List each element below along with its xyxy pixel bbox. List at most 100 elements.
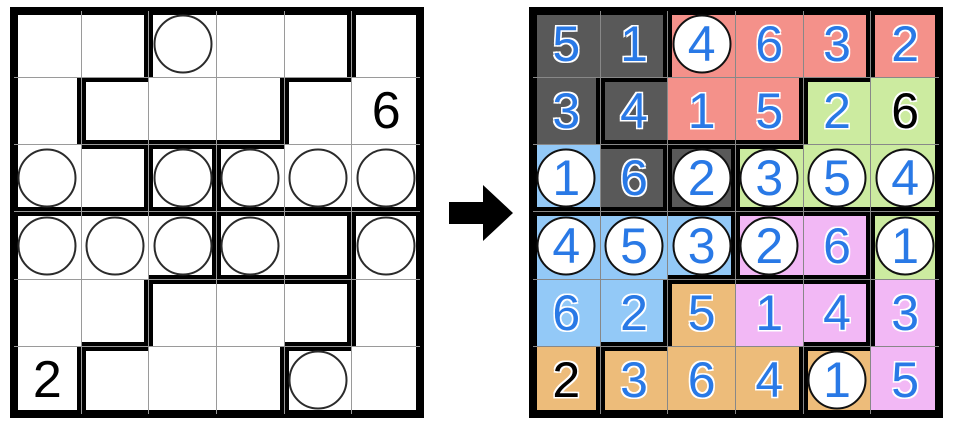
circle-marker-icon (153, 216, 213, 276)
cell-value: 3 (620, 352, 648, 409)
cell-r2c5[interactable] (284, 78, 353, 146)
cell-r3c3[interactable]: 2 (668, 145, 736, 213)
cell-r2c4[interactable]: 5 (735, 78, 804, 146)
cell-r2c3[interactable]: 1 (668, 78, 736, 146)
cell-r6c3[interactable] (149, 346, 217, 414)
cell-value: 5 (823, 150, 851, 207)
cell-value: 3 (755, 150, 784, 207)
cell-r6c1[interactable]: 2 (533, 346, 601, 414)
cell-value: 6 (552, 284, 581, 341)
cell-r4c6[interactable]: 1 (871, 212, 939, 280)
cell-r5c4[interactable]: 1 (735, 279, 804, 347)
cell-r5c5[interactable]: 4 (803, 279, 872, 347)
cell-r4c5[interactable]: 6 (803, 212, 872, 280)
cell-value: 1 (552, 150, 581, 207)
cell-r1c4[interactable]: 6 (735, 11, 804, 79)
right-arrow-icon (449, 185, 513, 241)
cell-r6c6[interactable]: 5 (871, 346, 939, 414)
cell-r2c1[interactable] (14, 78, 82, 146)
cell-r1c5[interactable]: 3 (803, 11, 872, 79)
cell-r5c5[interactable] (284, 279, 353, 347)
cell-r5c6[interactable]: 3 (871, 279, 939, 347)
cell-r3c2[interactable] (81, 145, 150, 213)
circle-marker-icon (356, 148, 416, 208)
cell-r3c1[interactable] (14, 145, 82, 213)
cell-value: 2 (552, 352, 581, 409)
cell-r3c3[interactable] (149, 145, 217, 213)
cell-r3c6[interactable] (352, 145, 420, 213)
cell-value: 6 (891, 83, 920, 140)
cell-r6c5[interactable] (285, 346, 353, 414)
cell-value: 4 (687, 16, 716, 73)
cell-r1c6[interactable]: 2 (871, 11, 939, 79)
cell-r6c1[interactable]: 2 (14, 346, 82, 414)
cell-r5c6[interactable] (352, 280, 420, 347)
circle-marker-icon (604, 216, 664, 276)
cell-r2c4[interactable] (216, 78, 285, 146)
cell-r3c6[interactable]: 4 (871, 145, 939, 213)
cell-r1c2[interactable]: 1 (600, 11, 669, 79)
cell-r4c3[interactable]: 3 (668, 212, 736, 280)
cell-value: 4 (755, 352, 784, 409)
cell-r4c4[interactable] (216, 212, 285, 280)
cell-r2c6[interactable]: 6 (352, 78, 420, 146)
cell-r3c4[interactable]: 3 (735, 145, 804, 213)
cell-r5c2[interactable]: 2 (600, 279, 669, 347)
cell-r4c2[interactable] (81, 212, 150, 280)
cell-r6c6[interactable] (352, 347, 420, 414)
cell-r4c4[interactable]: 2 (735, 212, 804, 280)
cell-r4c5[interactable] (284, 212, 353, 280)
cell-r1c3[interactable]: 4 (668, 11, 736, 79)
cell-r5c1[interactable] (14, 279, 82, 347)
cell-r1c5[interactable] (284, 11, 353, 79)
cell-value: 4 (620, 83, 648, 140)
cell-r3c4[interactable] (216, 145, 285, 213)
cell-r6c5[interactable]: 1 (803, 346, 872, 414)
cell-r3c5[interactable] (284, 145, 353, 213)
cell-r1c1[interactable] (14, 11, 82, 79)
cell-r4c1[interactable]: 4 (533, 212, 601, 280)
cell-r5c1[interactable]: 6 (533, 279, 601, 347)
circle-marker-icon (17, 148, 77, 208)
cell-r6c3[interactable]: 6 (668, 346, 736, 414)
cell-r5c3[interactable] (149, 279, 217, 347)
cell-value: 3 (891, 284, 920, 341)
cell-r2c5[interactable]: 2 (803, 78, 872, 146)
cell-r4c3[interactable] (149, 212, 217, 280)
cell-r1c6[interactable] (352, 11, 420, 79)
cell-r6c2[interactable] (82, 346, 150, 414)
cell-r1c4[interactable] (216, 11, 285, 79)
cell-r1c1[interactable]: 5 (533, 11, 601, 79)
circle-marker-icon (739, 216, 799, 276)
cell-r2c2[interactable] (81, 78, 150, 146)
cell-r3c2[interactable]: 6 (600, 145, 669, 213)
cell-r4c6[interactable] (352, 212, 420, 280)
cell-value: 4 (552, 217, 581, 274)
cell-value: 6 (371, 82, 401, 141)
cell-value: 2 (823, 83, 851, 140)
cell-r2c2[interactable]: 4 (600, 78, 669, 146)
cell-r3c1[interactable]: 1 (533, 145, 601, 213)
cell-r5c2[interactable] (81, 279, 150, 347)
cell-r2c6[interactable]: 6 (871, 78, 939, 146)
cell-r2c3[interactable] (149, 78, 217, 146)
cell-r6c4[interactable] (217, 346, 285, 414)
cell-value: 6 (687, 352, 716, 409)
cell-r2c1[interactable]: 3 (533, 78, 601, 146)
cell-r1c2[interactable] (81, 11, 150, 79)
cell-r4c2[interactable]: 5 (600, 212, 669, 280)
cell-value: 1 (823, 352, 851, 409)
cell-r5c3[interactable]: 5 (668, 279, 736, 347)
cell-value: 2 (891, 16, 920, 73)
cell-value: 3 (687, 217, 716, 274)
cell-r5c4[interactable] (216, 279, 285, 347)
cell-r3c5[interactable]: 5 (803, 145, 872, 213)
cell-r6c2[interactable]: 3 (600, 346, 669, 414)
cell-r1c3[interactable] (149, 11, 217, 79)
cell-r6c4[interactable]: 4 (735, 346, 804, 414)
cell-value: 4 (891, 150, 920, 207)
cell-r4c1[interactable] (14, 212, 82, 280)
